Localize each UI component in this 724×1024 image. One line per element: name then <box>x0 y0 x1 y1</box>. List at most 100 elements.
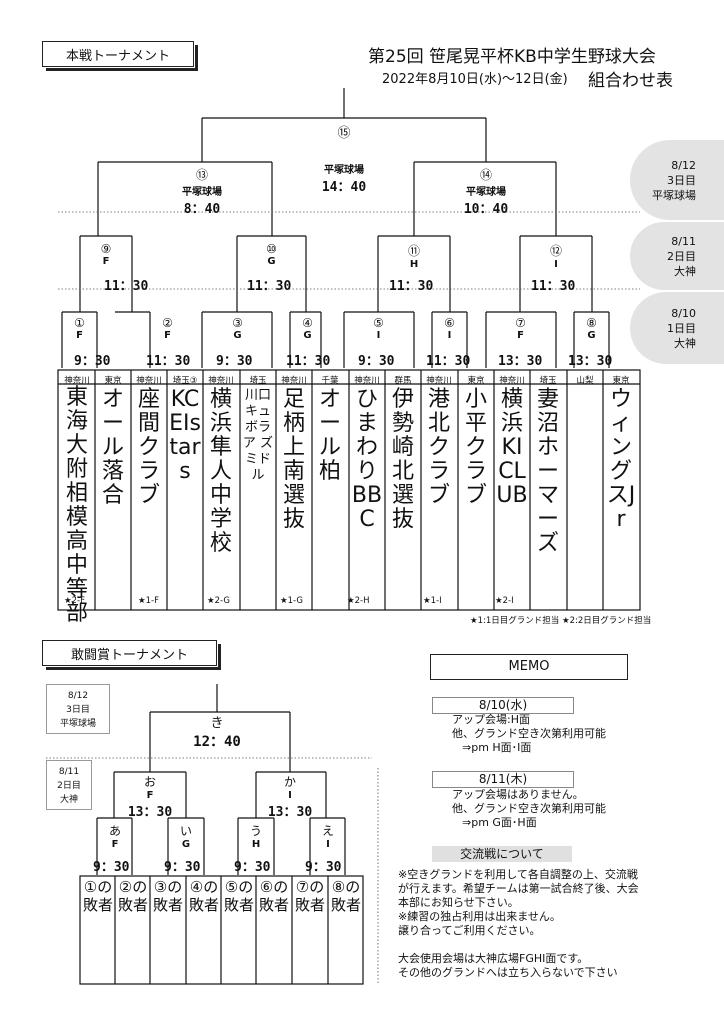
match-8: ⑧ G <box>586 316 597 341</box>
team-name: ひまわりBBC <box>351 387 383 532</box>
team-pref: 神奈川 <box>426 376 452 386</box>
loser-cell: ④の敗者 <box>188 878 219 914</box>
team-name: KCEIstars <box>169 387 201 484</box>
consolation-match-i: い G <box>179 824 192 850</box>
ground-duty-star: ★2-H <box>347 596 370 606</box>
team-name: 横浜KICLUB <box>496 387 528 508</box>
match-10-time: 11：30 <box>247 279 292 294</box>
team-pref: 群馬 <box>394 376 412 386</box>
match-4-time: 11：30 <box>286 354 331 369</box>
team-name: 座間クラブ <box>137 387 160 508</box>
exchange-line: 本部にお知らせ下さい。 <box>398 896 519 909</box>
exchange-line: が行えます。希望チームは第一試合終了後、大会 <box>398 882 639 895</box>
consolation-match-a-time: 9：30 <box>93 860 130 875</box>
match-1-time: 9：30 <box>74 354 111 369</box>
match-13: ⑬ 平塚球場 8：40 <box>182 168 222 217</box>
consolation-semi-o: お F 13：30 <box>127 775 173 820</box>
loser-cell: ⑦の敗者 <box>294 878 325 914</box>
loser-cell: ⑧の敗者 <box>330 878 361 914</box>
match-5-time: 9：30 <box>358 354 395 369</box>
exchange-line: ※空きグランドを利用して各自調整の上、交流戦 <box>398 868 638 881</box>
match-7-time: 13：30 <box>498 354 543 369</box>
match-2: ② F <box>162 316 173 341</box>
match-10: ⑩ G <box>266 242 277 267</box>
loser-cell: ①の敗者 <box>82 878 113 914</box>
consolation-day2-box: 8/11 2日目 大神 <box>46 760 92 810</box>
loser-cell: ②の敗者 <box>117 878 148 914</box>
team-pref: 東京 <box>104 376 122 386</box>
ground-duty-star: ★1-G <box>280 596 303 606</box>
team-name: 伊勢崎北選抜 <box>391 387 414 532</box>
page-subtitle: 組合わせ表 <box>588 71 673 91</box>
match-3: ③ G <box>232 316 243 341</box>
consolation-match-e-time: 9：30 <box>305 860 342 875</box>
team-name: 妻沼ホーマーズ <box>536 387 559 556</box>
team-pref: 埼玉③ <box>172 376 198 386</box>
match-12-time: 11：30 <box>531 279 576 294</box>
memo-day2-date: 8/11(木) <box>432 771 574 788</box>
match-9: ⑨ F <box>100 242 112 267</box>
match-2-time: 11：30 <box>146 354 191 369</box>
memo-title: MEMO <box>430 654 628 680</box>
team-pref: 東京 <box>467 376 485 386</box>
main-tournament-label: 本戦トーナメント <box>42 41 198 71</box>
consolation-match-u: う H <box>249 824 262 850</box>
loser-cell: ③の敗者 <box>152 878 183 914</box>
match-9-time: 11：30 <box>104 279 149 294</box>
memo-day1-line: ⇒pm H面･I面 <box>462 741 532 754</box>
team-pref: 神奈川 <box>281 376 307 386</box>
team-pref: 千葉 <box>321 376 339 386</box>
exchange-title: 交流戦について <box>432 846 572 862</box>
team-name: 小平クラブ <box>464 387 487 508</box>
loser-cell: ⑥の敗者 <box>258 878 289 914</box>
team-name: 横浜隼人中学校 <box>209 387 232 556</box>
match-5: ⑤ I <box>373 316 384 341</box>
venue-note: 大会使用会場は大神広場FGHI面です。 <box>398 952 589 965</box>
consolation-final: き 12：40 <box>193 716 241 750</box>
match-1: ① F <box>74 316 85 341</box>
match-4: ④ G <box>302 316 313 341</box>
exchange-line: ※練習の独占利用は出来ません。 <box>398 910 561 923</box>
match-11: ⑪ H <box>407 244 420 270</box>
memo-day1-line: 他、グランド空き次第利用可能 <box>452 727 606 740</box>
match-11-time: 11：30 <box>389 279 434 294</box>
team-pref: 神奈川 <box>499 376 525 386</box>
team-name: オール落合 <box>101 387 124 508</box>
team-pref: 神奈川 <box>64 376 90 386</box>
consolation-match-u-time: 9：30 <box>234 860 271 875</box>
legend: ★1:1日目グランド担当 ★2:2日目グランド担当 <box>470 616 652 626</box>
ground-duty-star: ★2-I <box>495 596 514 606</box>
team-name: 東海大附相模高中等部 <box>65 385 88 626</box>
exchange-line: 譲り合ってご利用ください。 <box>398 924 541 937</box>
consolation-match-e: え I <box>321 824 334 850</box>
match-8-time: 13：30 <box>568 354 613 369</box>
team-name: 港北クラブ <box>427 387 450 508</box>
memo-day1-date: 8/10(水) <box>432 697 574 714</box>
team-pref: 山梨 <box>576 376 594 386</box>
loser-cell: ⑤の敗者 <box>223 878 254 914</box>
memo-day2-line: 他、グランド空き次第利用可能 <box>452 802 606 815</box>
consolation-day3-box: 8/12 3日目 平塚球場 <box>46 684 110 734</box>
ground-duty-star: ★2-G <box>207 596 230 606</box>
match-15-info: 平塚球場 14：40 <box>321 165 367 195</box>
consolation-tournament-label: 敢闘賞トーナメント <box>42 640 221 670</box>
event-dates: 2022年8月10日(水)～12日(金) <box>382 72 568 87</box>
team-pref: 神奈川 <box>354 376 380 386</box>
team-name: オール柏 <box>318 387 341 484</box>
match-6-time: 11：30 <box>426 354 471 369</box>
match-6: ⑥ I <box>444 316 455 341</box>
team-pref: 埼玉 <box>249 376 267 386</box>
team-pref: 東京 <box>612 376 630 386</box>
match-3-time: 9：30 <box>216 354 253 369</box>
venue-note: その他のグランドへは立ち入らないで下さい <box>398 966 618 979</box>
memo-day2-line: アップ会場はありません。 <box>452 788 584 801</box>
match-12: ⑫ I <box>549 244 562 270</box>
consolation-match-a: あ F <box>108 824 121 850</box>
consolation-match-i-time: 9：30 <box>164 860 201 875</box>
match-15: ⑮ <box>337 126 351 141</box>
consolation-semi-ka: か I 13：30 <box>267 775 313 820</box>
ground-duty-star: ★1-I <box>423 596 442 606</box>
